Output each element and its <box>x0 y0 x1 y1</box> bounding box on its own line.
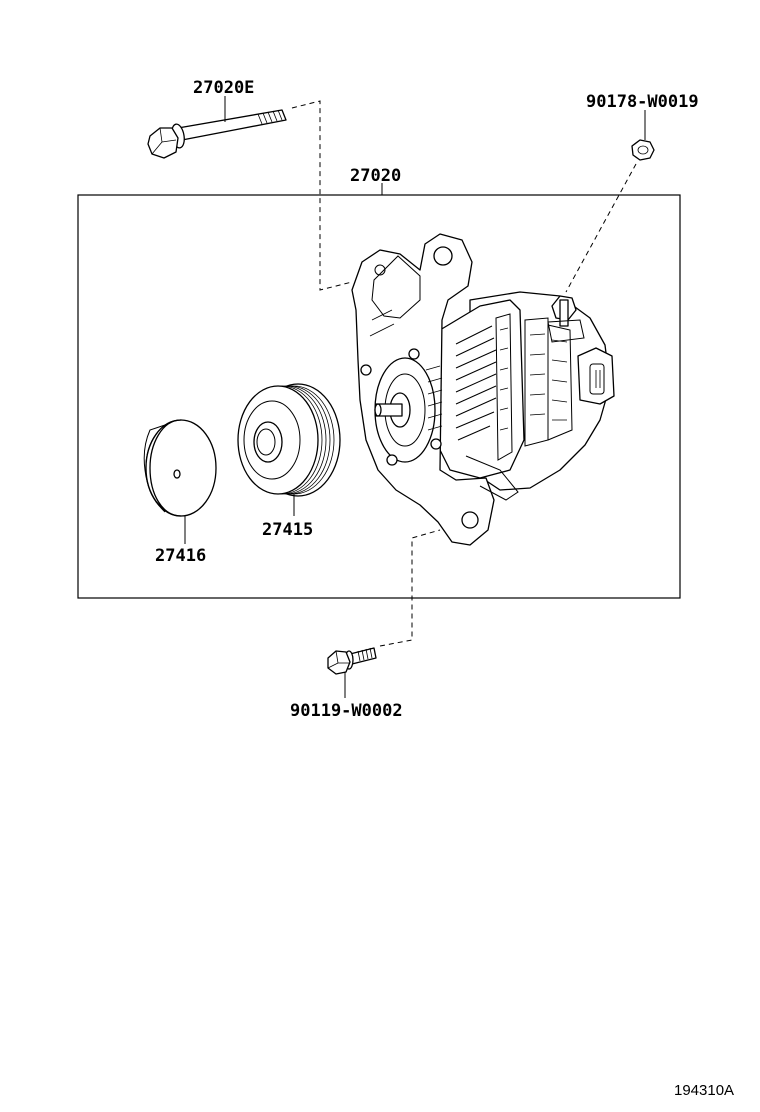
part-label-90119-w0002: 90119-W0002 <box>290 701 403 721</box>
part-label-27415: 27415 <box>262 520 313 540</box>
terminal-nut-90178-w0019-drawing <box>631 139 655 161</box>
mounting-bolt-90119-w0002-drawing <box>327 647 377 675</box>
dashed-guide-90178-w0019 <box>565 163 637 293</box>
alternator-assembly-drawing <box>351 233 615 546</box>
diagram-reference-code: 194310A <box>674 1082 734 1099</box>
pulley-27415-drawing <box>237 383 341 497</box>
part-label-27416: 27416 <box>155 546 206 566</box>
assembly-boundary-box <box>77 194 681 599</box>
part-label-27020: 27020 <box>350 166 401 186</box>
part-label-27020e: 27020E <box>193 78 254 98</box>
pulley-cap-27416-drawing <box>143 419 217 517</box>
part-label-90178-w0019: 90178-W0019 <box>586 92 699 112</box>
dashed-guide-27020e <box>291 100 353 291</box>
dashed-guide-90119-w0002 <box>379 529 441 647</box>
through-bolt-27020e-drawing <box>147 109 287 159</box>
